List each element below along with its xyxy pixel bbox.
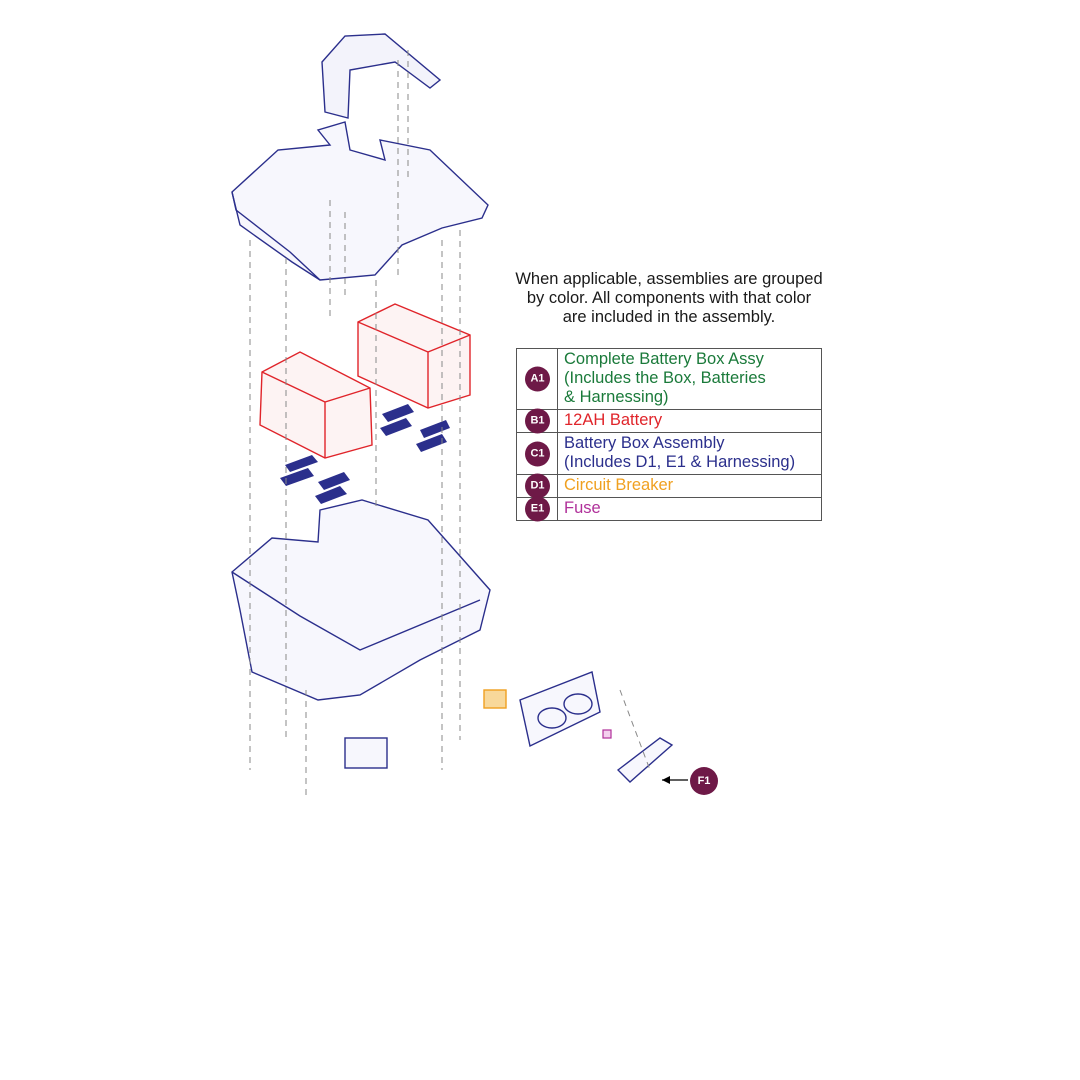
circuit-breaker [483, 689, 507, 709]
lid-handle [321, 33, 442, 119]
foam-pads [280, 404, 450, 504]
badge-d1: D1 [525, 473, 550, 499]
note-line: When applicable, assemblies are grouped [515, 270, 823, 288]
badge-e1: E1 [525, 496, 550, 522]
battery-box-base [231, 499, 491, 701]
note-line: are included in the assembly. [562, 308, 776, 326]
legend-label: (Includes D1, E1 & Harnessing) [564, 453, 796, 471]
legend-label: 12AH Battery [564, 411, 663, 429]
battery-left [259, 351, 373, 459]
legend-label: Battery Box Assembly [564, 434, 725, 452]
legend-label: Circuit Breaker [564, 476, 674, 494]
legend-row-c1: C1 Battery Box Assembly (Includes D1, E1… [516, 432, 822, 475]
fuse [602, 729, 612, 739]
legend-label: Fuse [564, 499, 601, 517]
badge-c1: C1 [525, 441, 550, 466]
note-line: by color. All components with that color [526, 289, 812, 307]
battery-right [357, 303, 471, 409]
badge-b1: B1 [525, 408, 550, 434]
terminal-block [344, 737, 388, 769]
legend-row-a1: A1 Complete Battery Box Assy (Includes t… [516, 348, 822, 410]
callout-badge-f1: F1 [690, 767, 718, 795]
assembly-note: When applicable, assemblies are grouped … [488, 270, 850, 327]
legend-label: Complete Battery Box Assy [564, 350, 764, 368]
battery-box-lid [231, 121, 489, 281]
legend-row-d1: D1 Circuit Breaker [516, 473, 822, 499]
badge-a1: A1 [525, 366, 550, 392]
legend-label: & Harnessing) [564, 388, 669, 406]
legend-row-b1: B1 12AH Battery [516, 408, 822, 434]
legend-label: (Includes the Box, Batteries [564, 369, 766, 387]
legend-row-e1: E1 Fuse [516, 496, 822, 522]
parts-legend: A1 Complete Battery Box Assy (Includes t… [516, 348, 822, 522]
key-bracket [616, 737, 674, 783]
